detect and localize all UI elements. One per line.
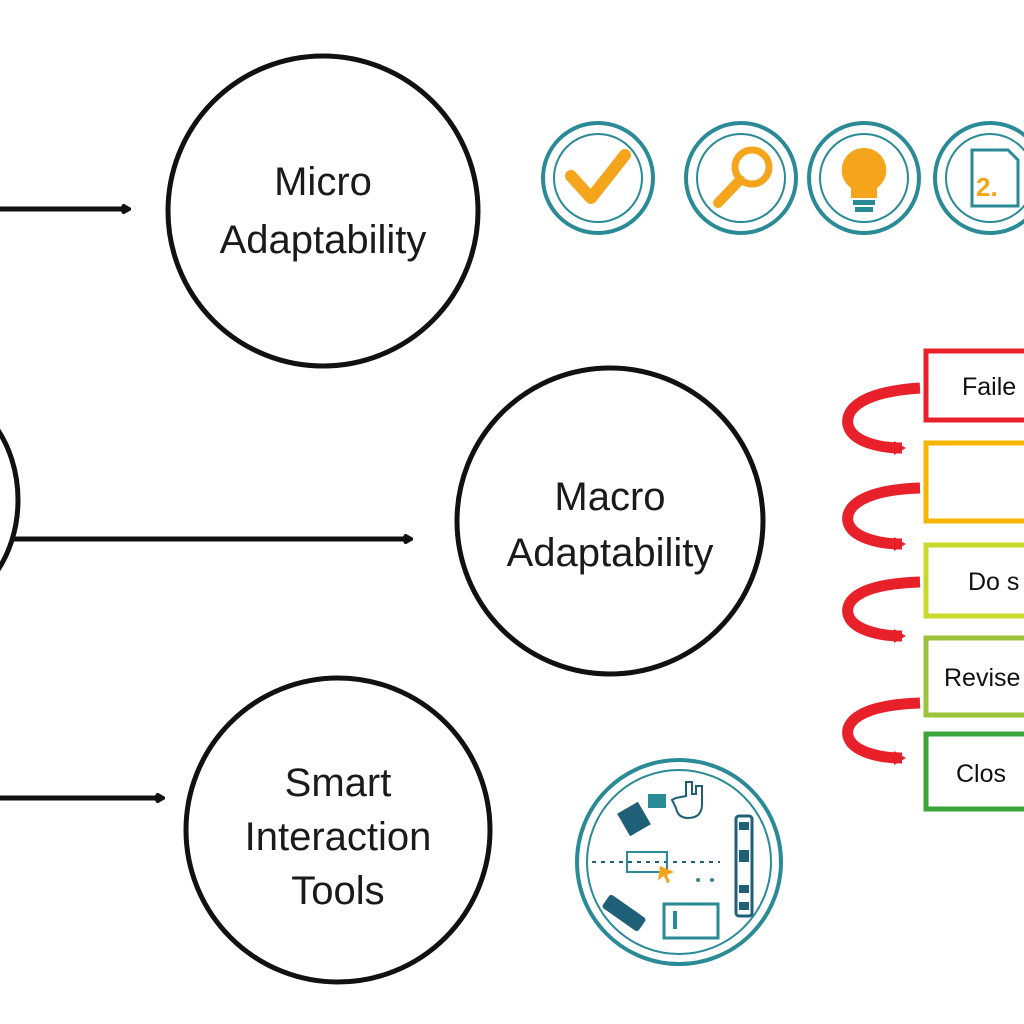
step-label-do: Do s — [968, 568, 1019, 596]
step-label-close: Clos — [956, 760, 1006, 788]
micro-label-line-2: Adaptability — [220, 218, 427, 262]
step-box-close — [923, 731, 1024, 812]
interaction-tools-icon — [575, 758, 783, 966]
loop-arrow-1 — [842, 382, 921, 455]
macro-label-line-2: Adaptability — [507, 531, 714, 575]
loop-arrows — [842, 382, 921, 765]
loop-arrow-2 — [842, 482, 921, 551]
micro-label-line-1: Micro — [274, 160, 372, 204]
step-label-failed: Faile — [962, 373, 1016, 401]
micro-adaptability-node: Micro Adaptability — [165, 53, 481, 369]
smart-label-line-1: Smart — [285, 761, 392, 805]
checkmark-icon — [541, 121, 655, 235]
step-label-revise: Revise — [944, 664, 1020, 692]
numbered-document-icon: 2. — [933, 121, 1024, 235]
loop-arrow-4 — [842, 697, 921, 765]
macro-adaptability-node: Macro Adaptability — [454, 365, 766, 677]
loop-arrow-3 — [842, 576, 921, 643]
svg-text:2.: 2. — [976, 172, 998, 202]
step-box-failed — [923, 348, 1024, 423]
step-box-2 — [923, 440, 1024, 524]
smart-interaction-tools-node: Smart Interaction Tools — [183, 675, 493, 985]
smart-label-line-3: Tools — [291, 869, 384, 913]
smart-label-line-2: Interaction — [245, 815, 432, 859]
step-box-do — [923, 542, 1024, 619]
step-box-revise — [923, 635, 1024, 718]
lightbulb-icon — [807, 121, 921, 235]
magnifier-icon — [684, 121, 798, 235]
macro-label-line-1: Macro — [554, 475, 665, 519]
macro-steps: Faile Do s Revise Clos — [923, 348, 1024, 812]
origin-circle — [0, 428, 21, 572]
